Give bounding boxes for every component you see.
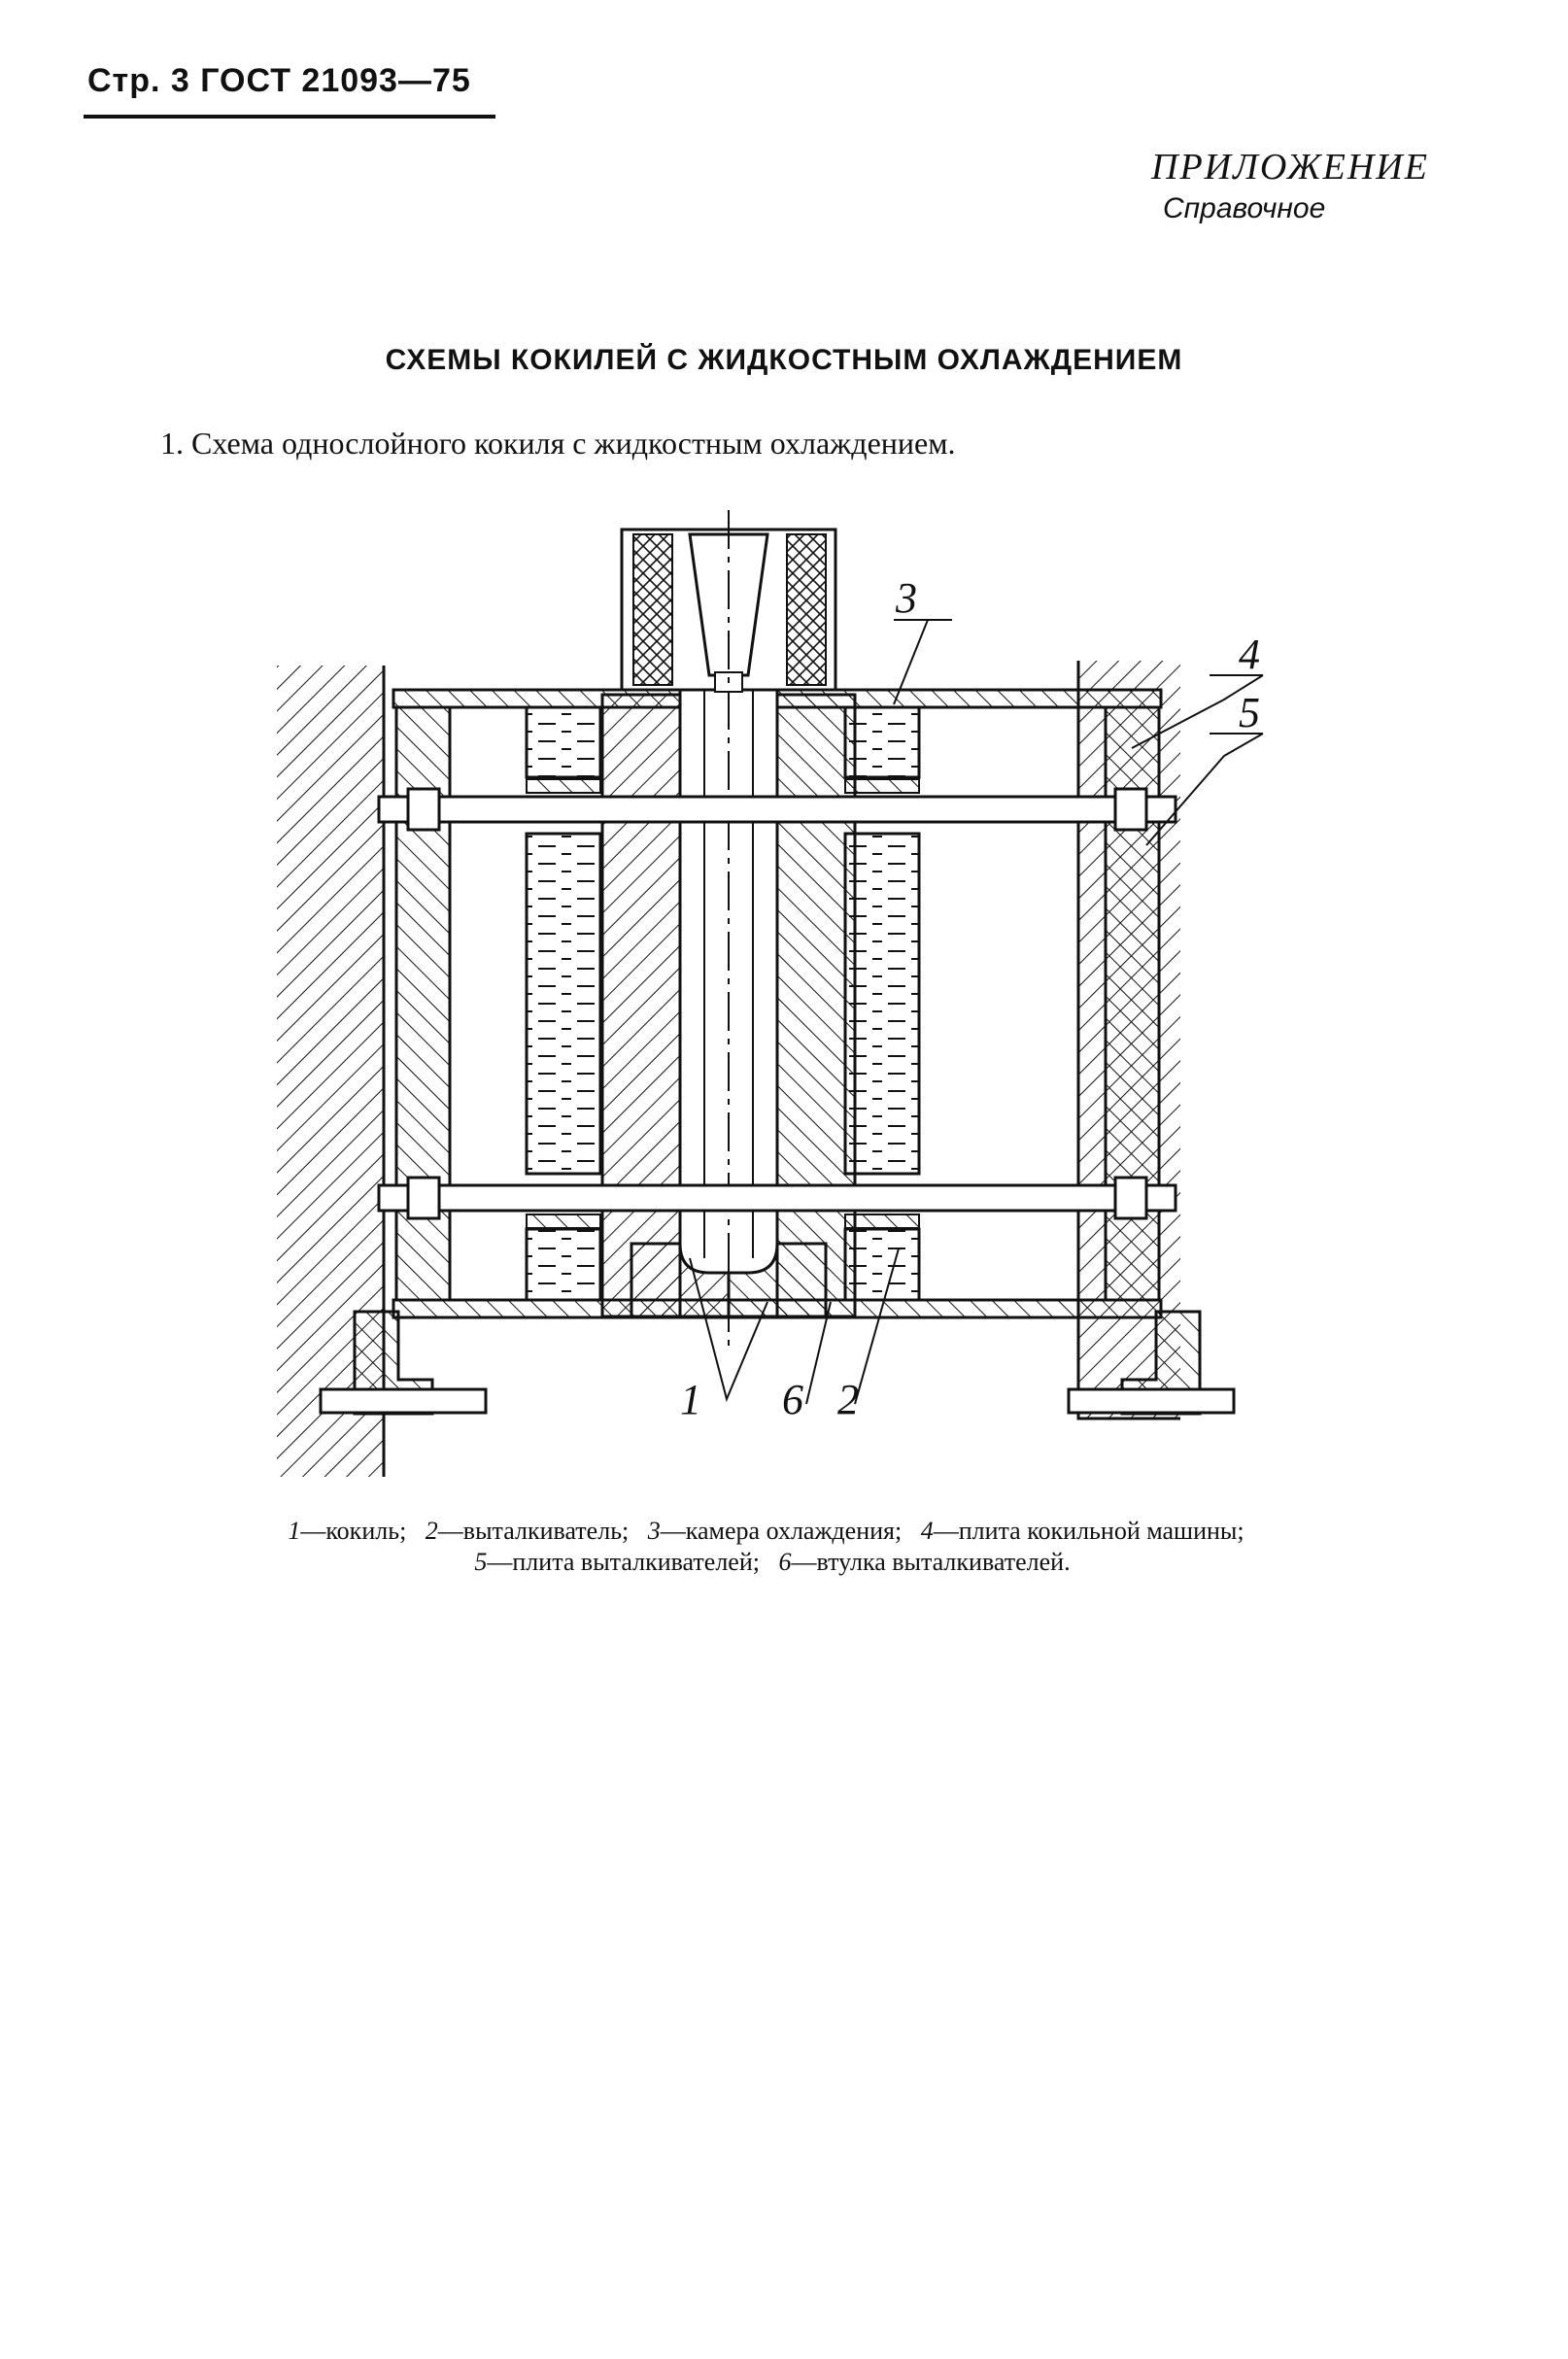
bushing-left-bottom <box>526 1214 601 1229</box>
cooling-chamber-bottom-left <box>525 1227 602 1302</box>
left-bottom-bolt <box>319 1387 488 1415</box>
cooling-chamber-top-left <box>525 705 602 779</box>
figure-legend: 1—кокиль; 2—выталкиватель; 3—камера охла… <box>243 1516 1302 1578</box>
cooling-chamber-bottom-right <box>843 1227 921 1302</box>
callout-2: 2 <box>837 1376 859 1423</box>
mold-left-half <box>600 693 682 1318</box>
nut-lower-left <box>406 1176 441 1220</box>
appendix-subtitle: Справочное <box>1163 192 1326 224</box>
cooling-chamber-mid-left <box>525 832 602 1176</box>
cooling-chamber-top-right <box>843 705 921 779</box>
callout-4: 4 <box>1239 631 1260 678</box>
callout-3: 3 <box>895 574 917 622</box>
callout-5: 5 <box>1239 689 1260 736</box>
mold-right-half <box>775 693 857 1318</box>
item-1-heading: 1. Схема однослойного кокиля с жидкостны… <box>160 426 956 461</box>
appendix-title: ПРИЛОЖЕНИЕ <box>1151 147 1429 188</box>
right-bottom-bolt <box>1067 1387 1236 1415</box>
legend-item-4: 4—плита кокильной машины; <box>920 1517 1244 1545</box>
callout-1: 1 <box>680 1376 701 1423</box>
legend-item-3: 3—камера охлаждения; <box>647 1517 903 1545</box>
lower-ejector-rod <box>377 1183 1177 1213</box>
legend-item-5: 5—плита выталкивателей; <box>474 1548 760 1576</box>
bushing-left-top <box>526 778 601 794</box>
section-title: СХЕМЫ КОКИЛЕЙ С ЖИДКОСТНЫМ ОХЛАЖДЕНИЕМ <box>385 344 1183 376</box>
bushing-right-top <box>844 778 920 794</box>
callout-6: 6 <box>782 1376 803 1423</box>
sprue-right-wall <box>786 533 827 686</box>
legend-item-2: 2—выталкиватель; <box>425 1517 630 1545</box>
nut-upper-right <box>1113 787 1148 832</box>
chill-mold-diagram: 3 4 5 1 6 2 <box>277 510 1264 1477</box>
cooling-chamber-mid-right <box>843 832 921 1176</box>
header-rule <box>84 115 495 119</box>
nut-upper-left <box>406 787 441 832</box>
page-header: Стр. 3 ГОСТ 21093—75 <box>87 62 471 99</box>
legend-item-6: 6—втулка выталкивателей. <box>778 1548 1071 1576</box>
sprue-left-wall <box>632 533 673 686</box>
bushing-right-bottom <box>844 1214 920 1229</box>
nut-lower-right <box>1113 1176 1148 1220</box>
legend-item-1: 1—кокиль; <box>288 1517 407 1545</box>
upper-ejector-rod <box>377 795 1177 824</box>
